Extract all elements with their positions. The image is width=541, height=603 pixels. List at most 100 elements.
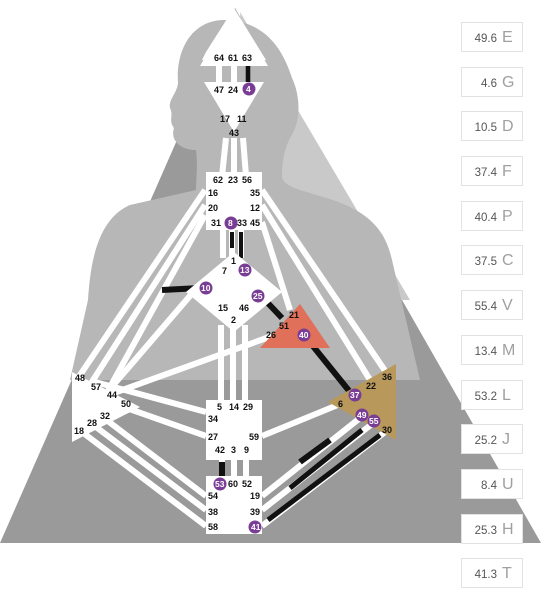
defined-channels bbox=[161, 66, 382, 522]
gate-56: 56 bbox=[242, 175, 252, 185]
gate-45: 45 bbox=[250, 218, 260, 228]
variable-v: 55.4 V bbox=[461, 290, 523, 321]
active-gate-40 bbox=[297, 328, 311, 342]
channel-11-56 bbox=[240, 137, 249, 177]
variable-c: 37.5 C bbox=[461, 245, 523, 276]
gate-5: 5 bbox=[217, 402, 222, 412]
bodygraph-chart: 64 61 63 47 24 4 17 11 43 62 23 56 16 35… bbox=[0, 8, 541, 543]
gate-36: 36 bbox=[382, 372, 392, 382]
gate-8: 8 bbox=[228, 218, 233, 228]
variable-letter: J bbox=[502, 431, 510, 449]
channel-45-21 bbox=[259, 221, 293, 311]
gate-34: 34 bbox=[208, 414, 218, 424]
spleen-center bbox=[72, 372, 140, 442]
variable-j: 25.2 J bbox=[461, 424, 523, 455]
gate-33: 33 bbox=[237, 218, 247, 228]
gate-42: 42 bbox=[215, 445, 225, 455]
variable-letter: C bbox=[502, 252, 514, 270]
variable-letter: D bbox=[502, 118, 514, 136]
gate-50: 50 bbox=[121, 399, 131, 409]
variable-value: 10.5 bbox=[474, 122, 497, 135]
variable-u: 8.4 U bbox=[461, 468, 523, 499]
gate-14: 14 bbox=[229, 402, 239, 412]
gate-1: 1 bbox=[231, 256, 236, 266]
head-center-shape bbox=[200, 8, 268, 66]
gate-3: 3 bbox=[231, 445, 236, 455]
variable-t: 41.3 T bbox=[461, 558, 523, 589]
variables-panel: 49.6 E 4.6 G 10.5 D 37.4 F 40.4 P 37.5 C… bbox=[461, 22, 523, 603]
variable-p: 40.4 P bbox=[461, 200, 523, 231]
gate-11: 11 bbox=[237, 114, 247, 124]
gate-39: 39 bbox=[250, 507, 260, 517]
variable-letter: F bbox=[502, 163, 512, 181]
channel-32-54 bbox=[98, 412, 208, 499]
gate-29: 29 bbox=[243, 402, 253, 412]
gate-9: 9 bbox=[244, 445, 249, 455]
gate-58: 58 bbox=[208, 522, 218, 532]
gate-31: 31 bbox=[211, 218, 221, 228]
gate-13: 13 bbox=[240, 265, 250, 275]
gate-7: 7 bbox=[222, 266, 227, 276]
gate-49: 49 bbox=[357, 410, 367, 420]
defined-40-37 bbox=[305, 338, 353, 394]
variable-value: 8.4 bbox=[481, 479, 497, 492]
gate-4: 4 bbox=[246, 84, 251, 94]
gate-12: 12 bbox=[250, 203, 260, 213]
variable-value: 37.4 bbox=[474, 167, 497, 180]
variable-value: 41.3 bbox=[474, 569, 497, 582]
channel-28-38 bbox=[90, 421, 208, 513]
gate-27: 27 bbox=[208, 432, 218, 442]
channel-17-62 bbox=[219, 137, 229, 177]
variable-e: 49.6 E bbox=[461, 22, 523, 52]
channel-12-22 bbox=[259, 203, 378, 390]
gate-38: 38 bbox=[208, 507, 218, 517]
variable-letter: P bbox=[502, 207, 513, 225]
defined-55-39 bbox=[288, 428, 364, 490]
gate-20: 20 bbox=[208, 203, 218, 213]
variable-letter: E bbox=[502, 29, 513, 46]
gate-61: 61 bbox=[228, 53, 238, 63]
heart-center bbox=[260, 304, 330, 348]
variable-value: 40.4 bbox=[474, 211, 497, 224]
variable-value: 55.4 bbox=[474, 301, 497, 314]
variable-letter: M bbox=[502, 341, 516, 359]
g-center bbox=[186, 252, 282, 332]
active-gate-4 bbox=[242, 82, 256, 96]
variable-letter: L bbox=[502, 386, 511, 404]
gate-19: 19 bbox=[250, 491, 260, 501]
gate-16: 16 bbox=[208, 188, 218, 198]
gate-41: 41 bbox=[251, 522, 261, 532]
gate-37: 37 bbox=[350, 390, 360, 400]
gate-labels: 64 61 63 47 24 4 17 11 43 62 23 56 16 35… bbox=[74, 53, 392, 532]
active-gate-49 bbox=[355, 408, 369, 422]
gate-46: 46 bbox=[239, 303, 249, 313]
gate-44: 44 bbox=[107, 390, 117, 400]
defined-41-30 bbox=[266, 433, 382, 522]
variable-letter: V bbox=[502, 297, 513, 315]
active-gate-13 bbox=[238, 263, 252, 277]
gate-47: 47 bbox=[214, 85, 224, 95]
gate-51: 51 bbox=[279, 321, 289, 331]
variable-l: 53.2 L bbox=[461, 379, 523, 410]
gate-2: 2 bbox=[231, 315, 236, 325]
gate-35: 35 bbox=[250, 188, 260, 198]
gate-26: 26 bbox=[266, 330, 276, 340]
active-gate-37 bbox=[348, 388, 362, 402]
gate-63: 63 bbox=[242, 53, 252, 63]
gate-43: 43 bbox=[229, 128, 239, 138]
gate-54: 54 bbox=[208, 491, 218, 501]
gate-23: 23 bbox=[228, 175, 238, 185]
variable-letter: G bbox=[502, 73, 515, 91]
gate-25: 25 bbox=[253, 291, 263, 301]
gate-59: 59 bbox=[249, 432, 259, 442]
variable-value: 53.2 bbox=[474, 390, 497, 403]
sacral-center bbox=[206, 400, 262, 460]
variable-letter: T bbox=[502, 565, 512, 583]
active-gate-25 bbox=[251, 289, 265, 303]
gate-18: 18 bbox=[74, 426, 84, 436]
variable-value: 49.6 bbox=[474, 33, 497, 45]
gate-48: 48 bbox=[75, 373, 85, 383]
active-gate-10 bbox=[199, 281, 213, 295]
channel-35-36 bbox=[259, 188, 393, 380]
variable-h: 25.3 H bbox=[461, 513, 523, 544]
